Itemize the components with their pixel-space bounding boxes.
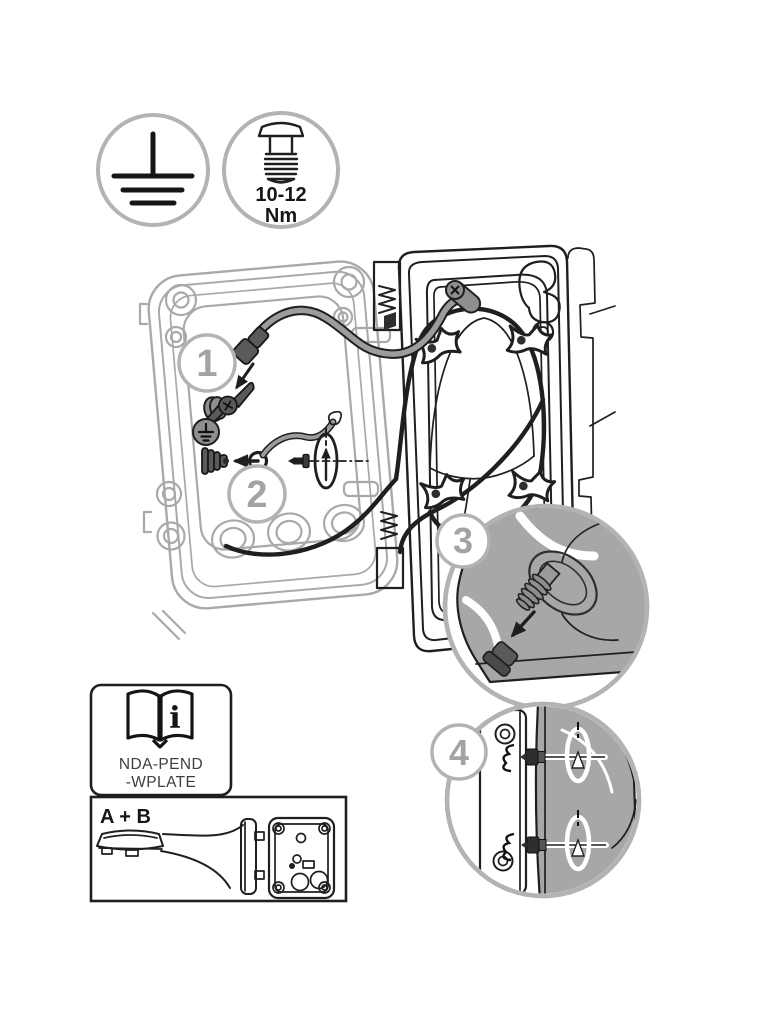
parts-box: A + B <box>89 795 348 903</box>
door-terminal-post <box>201 447 229 475</box>
rotate-icon-top <box>564 722 592 784</box>
torque-unit: Nm <box>265 205 297 227</box>
step1-number: 1 <box>196 343 217 385</box>
earth-ground-icon <box>111 131 195 206</box>
threaded-plug <box>515 562 561 611</box>
rubber-cap <box>482 641 519 677</box>
step3-number: 3 <box>453 520 473 561</box>
step4-number: 4 <box>449 732 469 773</box>
rotate-icon <box>313 427 339 490</box>
step4-callout: 4 <box>430 723 488 781</box>
wall-mount-arm-drawing <box>96 818 265 895</box>
step3-arrow-icon <box>510 610 536 638</box>
ground-badge <box>96 113 210 227</box>
detail-4-content <box>478 706 637 894</box>
body-ground-terminal <box>445 280 482 314</box>
step3-callout: 3 <box>435 513 491 569</box>
parts-label: A + B <box>100 806 151 828</box>
rotate-icon-bottom <box>564 810 592 872</box>
detail-3-content <box>456 508 645 684</box>
info-glyph: i <box>169 701 180 736</box>
step2-callout: 2 <box>227 464 287 524</box>
open-book-manual-icon: i <box>126 689 194 749</box>
spring-clip-top <box>502 743 515 773</box>
main-illustration: 1 2 <box>138 244 616 653</box>
ground-cable-lug <box>232 326 270 365</box>
door-bottom-edge-lines <box>151 609 187 641</box>
captive-screw-top <box>520 748 608 766</box>
wall-plate-edge <box>567 247 616 541</box>
torque-value: 10-12 <box>255 184 306 206</box>
mount-plate-drawing <box>267 816 336 900</box>
ground-cable <box>245 294 466 359</box>
door-edge-tabs <box>138 302 153 534</box>
gasket-hook-cutout <box>518 260 561 324</box>
step2-assembly <box>201 410 370 490</box>
hinge-latch-top <box>384 312 396 330</box>
detail-circle-4: 4 <box>430 701 642 899</box>
door-hinge-tab-bottom <box>342 480 380 498</box>
step1-callout: 1 <box>177 333 237 393</box>
model-name-line2: -WPLATE <box>126 774 197 791</box>
door-ground-stud <box>203 381 255 429</box>
torque-badge: 10-12 Nm <box>222 111 340 229</box>
detail-circle-3: 3 <box>435 503 650 711</box>
terminal-screw <box>288 453 310 469</box>
spring-clip-bottom <box>502 832 515 862</box>
step2-cable <box>259 410 343 459</box>
step2-number: 2 <box>246 474 267 516</box>
screw-icon <box>257 121 305 184</box>
hinge-spring-top <box>378 285 396 314</box>
hinge-spring-bottom <box>380 511 398 540</box>
manual-reference-box: i NDA-PEND -WPLATE <box>89 683 233 797</box>
hinge <box>372 260 405 590</box>
step1-arrow-icon <box>235 362 255 390</box>
ground-label-button <box>192 418 220 446</box>
model-name-line1: NDA-PEND <box>119 756 203 773</box>
